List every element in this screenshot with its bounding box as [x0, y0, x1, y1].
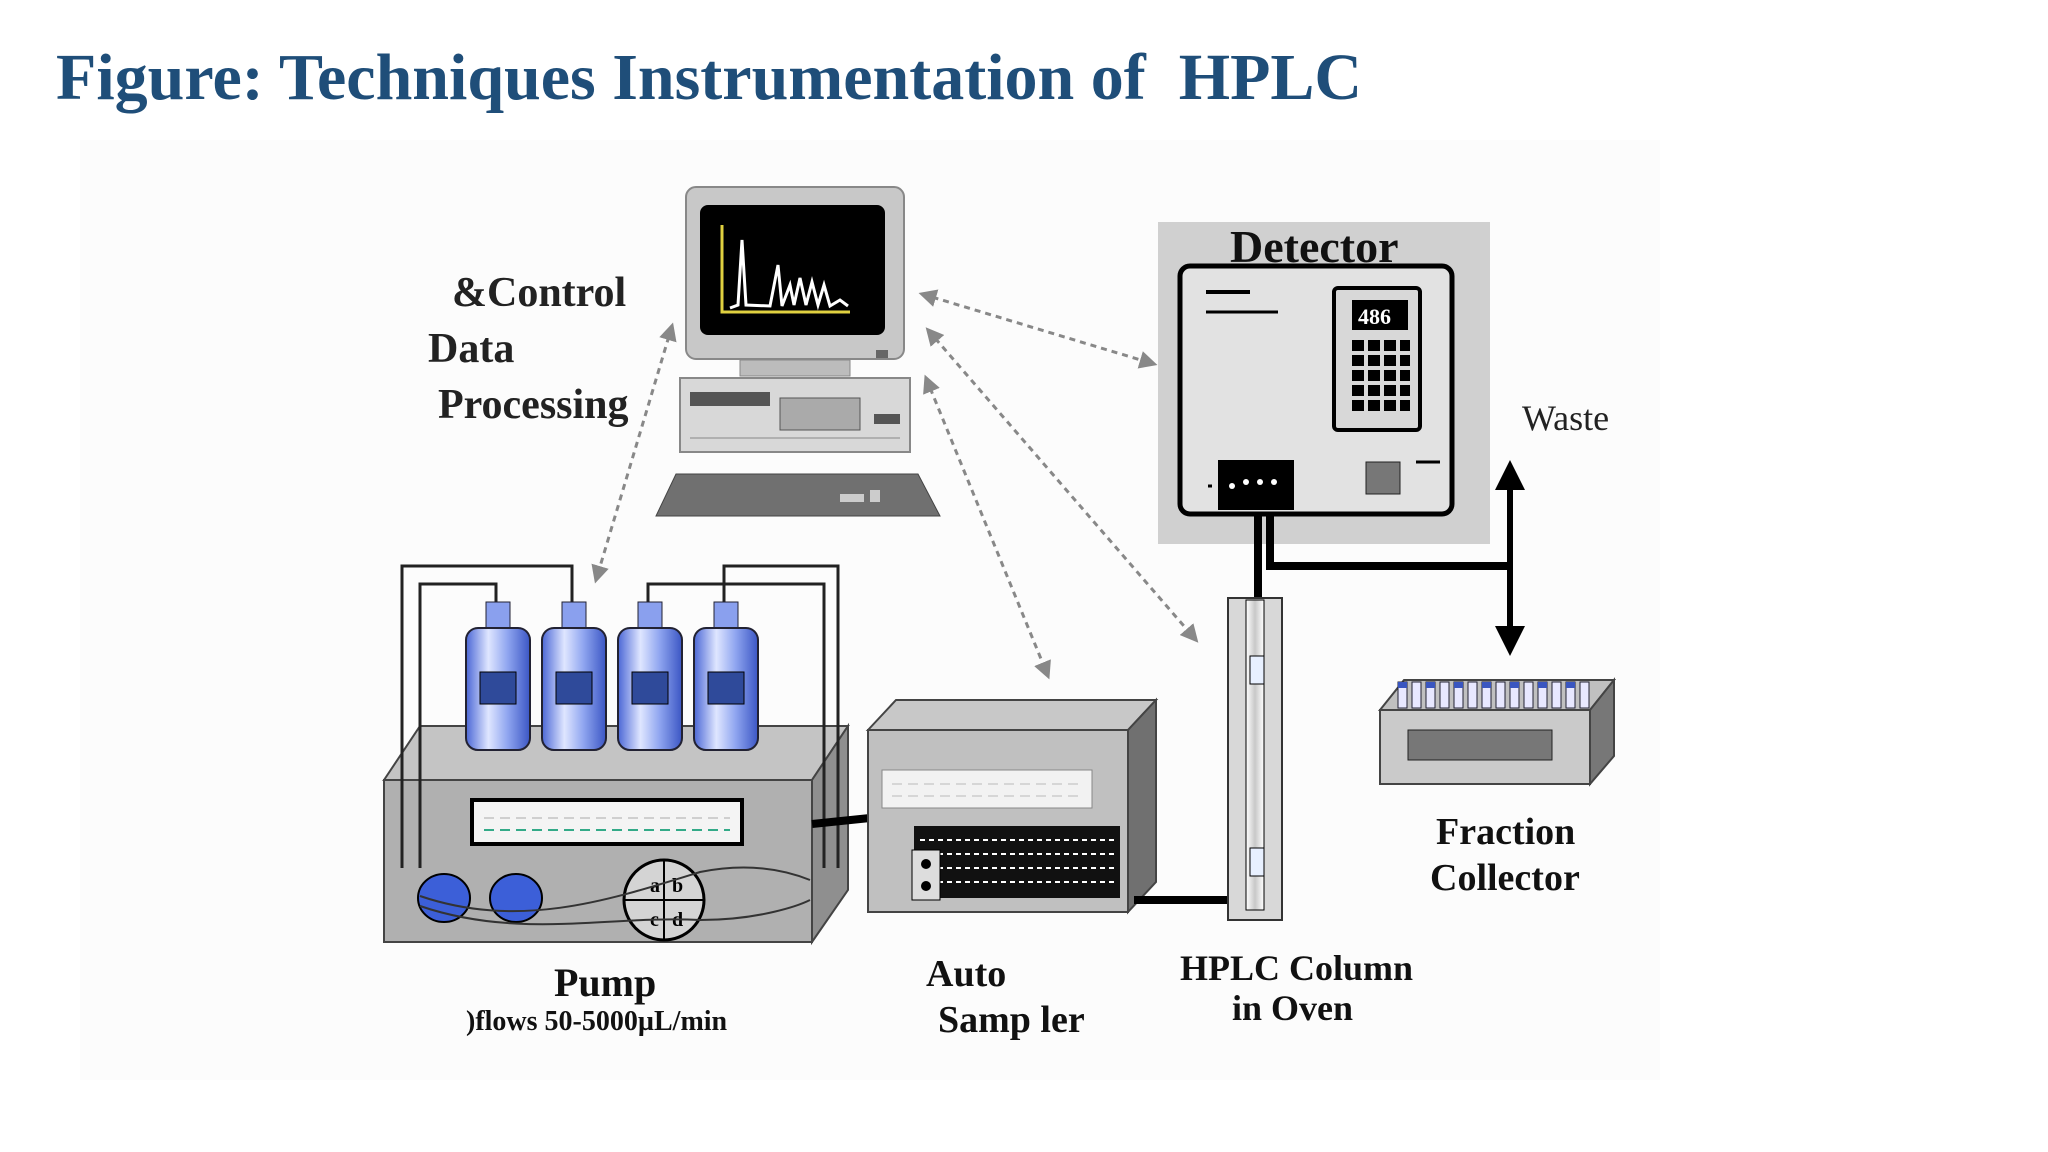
pump-icon: a b c d — [382, 722, 850, 946]
fraction-collector-icon — [1377, 677, 1617, 787]
page-title: Figure: Techniques Instrumentation of HP… — [56, 41, 1363, 114]
detector-icon: 486 — [1158, 222, 1490, 544]
data-links — [591, 289, 1199, 680]
label-pump-flow: )flows 50-5000µL/min — [466, 1006, 728, 1037]
label-oven: in Oven — [1232, 988, 1353, 1028]
label-column: HPLC Column — [1180, 948, 1413, 988]
detector-display: 486 — [1358, 304, 1391, 329]
label-auto: Auto — [926, 953, 1006, 995]
label-fraction: Fraction — [1436, 811, 1575, 853]
computer-pump-link — [591, 322, 677, 584]
autosampler-icon — [865, 697, 1159, 915]
solvent-bottles — [465, 601, 759, 751]
solvent-tubing — [400, 564, 840, 868]
computer-icon — [655, 186, 941, 517]
pump-to-sampler-line — [811, 814, 871, 828]
label-control: &Control — [452, 270, 626, 316]
label-pump: Pump — [554, 960, 656, 1005]
column-icon — [1227, 597, 1283, 921]
solvent-bottle — [693, 601, 759, 751]
label-collector: Collector — [1430, 857, 1580, 899]
computer-sampler-link — [923, 374, 1051, 680]
solvent-bottle — [465, 601, 531, 751]
label-data: Data — [428, 326, 514, 372]
label-waste: Waste — [1522, 398, 1609, 438]
label-detector: Detector — [1230, 221, 1399, 272]
detector-outlet-line — [1266, 512, 1510, 570]
solvent-bottle — [617, 601, 683, 751]
label-processing: Processing — [438, 382, 629, 428]
label-sampler: Samp ler — [938, 999, 1085, 1041]
solvent-bottle — [541, 601, 607, 751]
valve-label-b: b — [672, 875, 683, 897]
